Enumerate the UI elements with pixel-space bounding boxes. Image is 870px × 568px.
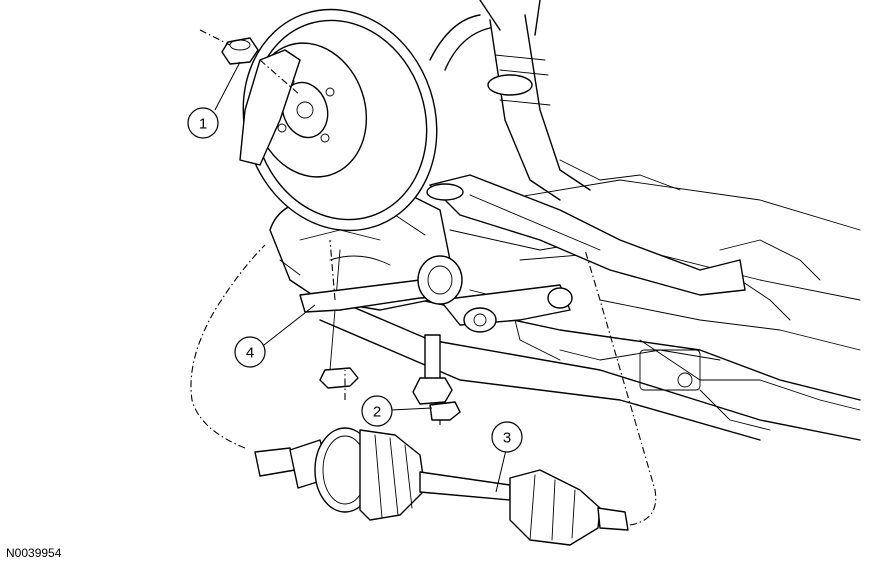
subframe-assembly <box>289 159 861 441</box>
assembly-path-lines <box>190 244 657 526</box>
callout-label: 3 <box>503 430 511 447</box>
upper-arm <box>426 174 746 296</box>
callout-2: 2 <box>361 395 433 427</box>
tie-rod <box>299 239 463 313</box>
figure-id: N0039954 <box>6 546 62 560</box>
callout-4: 4 <box>234 304 316 368</box>
callout-label: 4 <box>246 345 254 362</box>
callout-3: 3 <box>491 421 523 493</box>
hub-nut <box>199 29 301 96</box>
ball-joint-nut-bolt <box>319 249 461 425</box>
strut-assembly <box>429 0 591 201</box>
callout-label: 2 <box>373 404 381 421</box>
lower-arm <box>439 284 573 333</box>
callout-label: 1 <box>199 116 207 133</box>
callout-1: 1 <box>187 61 241 139</box>
halfshaft <box>254 427 629 546</box>
brake-disc <box>239 8 438 232</box>
